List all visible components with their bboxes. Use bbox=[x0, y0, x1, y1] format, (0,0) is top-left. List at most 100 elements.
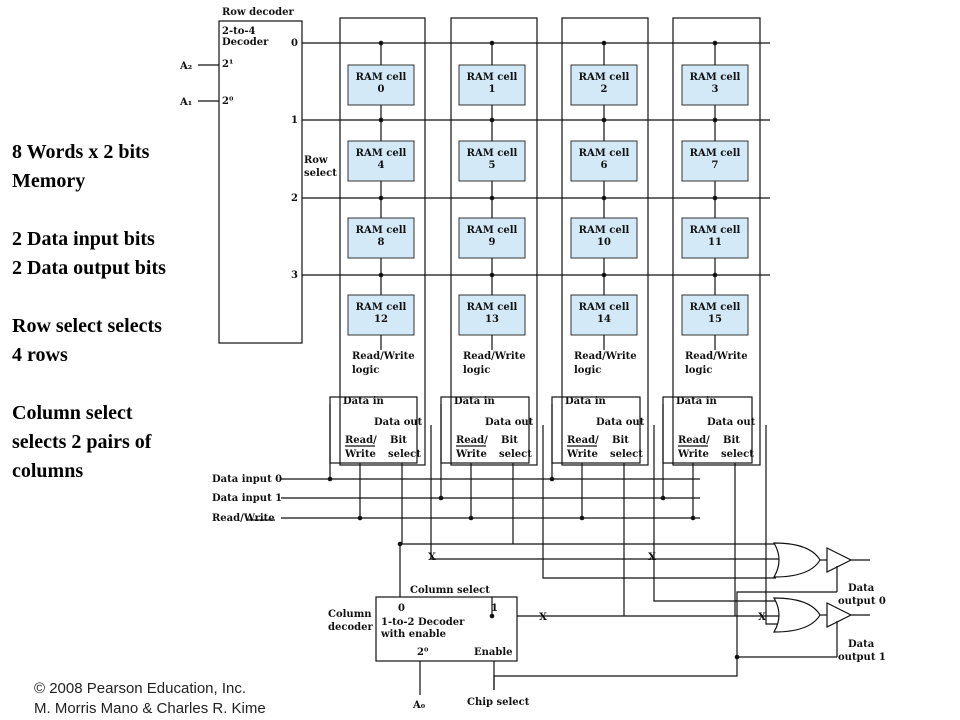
column-decoder-label: Column bbox=[328, 609, 372, 620]
ram-cell-label: RAM cell bbox=[356, 148, 407, 159]
junction-dot bbox=[601, 40, 607, 46]
column-output-label: 1 bbox=[491, 603, 498, 614]
ram-cell-number: 1 bbox=[489, 84, 496, 95]
address-label-a0: A₀ bbox=[412, 700, 426, 711]
ram-cell bbox=[681, 294, 749, 336]
column-decoder-box bbox=[375, 596, 518, 662]
column-select-label: Column select bbox=[410, 585, 490, 596]
column-decoder-title: with enable bbox=[380, 629, 446, 640]
ram-cell-label: RAM cell bbox=[579, 302, 630, 313]
junction-dot bbox=[378, 195, 384, 201]
ram-cell-label: RAM cell bbox=[579, 72, 630, 83]
ram-cell-number: 3 bbox=[712, 84, 719, 95]
read-label: Read/ bbox=[456, 435, 488, 446]
write-label: Write bbox=[677, 449, 709, 460]
rw-logic-label: logic bbox=[352, 365, 379, 376]
data-output-1-label: output 1 bbox=[838, 652, 886, 663]
rw-logic-label: Read/Write bbox=[352, 351, 415, 362]
ram-cell-number: 9 bbox=[489, 237, 496, 248]
enable-label: Enable bbox=[474, 647, 513, 658]
enable-wire bbox=[493, 591, 837, 690]
input-label: Read/Write bbox=[212, 513, 275, 524]
ram-cell-number: 0 bbox=[378, 84, 385, 95]
junction-dot bbox=[468, 515, 474, 521]
junction-dot bbox=[489, 272, 495, 278]
input-label: Data input 0 bbox=[212, 474, 282, 485]
ram-cell bbox=[458, 294, 526, 336]
junction-dot bbox=[327, 476, 333, 482]
ram-cell bbox=[347, 217, 415, 259]
note-line: 2 Data output bits bbox=[12, 257, 166, 279]
note-line: Row select selects bbox=[12, 315, 162, 337]
junction-dot bbox=[397, 541, 403, 547]
ram-cell-number: 8 bbox=[378, 237, 385, 248]
memory-column-outline bbox=[561, 17, 649, 466]
crossover-mark: X bbox=[758, 612, 766, 623]
bit-label: Bit bbox=[723, 435, 740, 446]
ram-cell-label: RAM cell bbox=[579, 148, 630, 159]
rw-logic-label: Read/Write bbox=[685, 351, 748, 362]
note-line: Column select bbox=[12, 402, 133, 424]
note-line: 4 rows bbox=[12, 344, 68, 366]
ram-cell-label: RAM cell bbox=[467, 72, 518, 83]
bit-label: Bit bbox=[501, 435, 518, 446]
ram-cell-number: 6 bbox=[601, 160, 608, 171]
junction-dot bbox=[378, 272, 384, 278]
select-label: select bbox=[721, 449, 754, 460]
note-line: selects 2 pairs of bbox=[12, 431, 152, 453]
data-in-label: Data in bbox=[343, 396, 385, 407]
decoder-input-label: 2⁰ bbox=[222, 96, 234, 107]
ram-cell bbox=[681, 140, 749, 182]
address-label-a1: A₁ bbox=[179, 97, 192, 108]
output-buffer-1 bbox=[826, 602, 853, 628]
rw-logic-label: Read/Write bbox=[463, 351, 526, 362]
junction-dot bbox=[438, 495, 444, 501]
row-decoder-box bbox=[218, 20, 303, 344]
row-output-number: 3 bbox=[291, 270, 298, 281]
junction-dot bbox=[601, 117, 607, 123]
junction-dot bbox=[357, 515, 363, 521]
junction-dot bbox=[601, 272, 607, 278]
row-select-label: select bbox=[304, 168, 337, 179]
rw-logic-label: Read/Write bbox=[574, 351, 637, 362]
rw-logic-label: logic bbox=[574, 365, 601, 376]
decoder-input-label: 2¹ bbox=[222, 59, 233, 70]
junction-dot bbox=[378, 117, 384, 123]
junction-dot bbox=[489, 40, 495, 46]
read-label: Read/ bbox=[567, 435, 599, 446]
row-output-number: 0 bbox=[291, 38, 298, 49]
column-output-label: 0 bbox=[398, 603, 405, 614]
junction-dot bbox=[489, 117, 495, 123]
memory-column-outline bbox=[450, 17, 538, 466]
ram-cell-label: RAM cell bbox=[690, 148, 741, 159]
crossover-mark: X bbox=[539, 612, 547, 623]
data-output-1-label: Data bbox=[848, 639, 875, 650]
ram-cell-number: 5 bbox=[489, 160, 496, 171]
data-out-wire bbox=[765, 425, 790, 625]
junction-dot bbox=[489, 613, 495, 619]
data-in-label: Data in bbox=[565, 396, 607, 407]
select-label: select bbox=[388, 449, 421, 460]
note-line: 2 Data input bits bbox=[12, 228, 155, 250]
data-output-0-label: Data bbox=[848, 583, 875, 594]
row-select-label: Row bbox=[304, 155, 328, 166]
bit-label: Bit bbox=[390, 435, 407, 446]
write-label: Write bbox=[455, 449, 487, 460]
data-out-label: Data out bbox=[707, 417, 756, 428]
ram-cell-number: 15 bbox=[708, 314, 722, 325]
input-label: Data input 1 bbox=[212, 493, 282, 504]
bit-label: Bit bbox=[612, 435, 629, 446]
junction-dot bbox=[601, 195, 607, 201]
data-out-label: Data out bbox=[485, 417, 534, 428]
address-label-a2: A₂ bbox=[179, 61, 192, 72]
ram-cell-label: RAM cell bbox=[579, 225, 630, 236]
junction-dot bbox=[378, 40, 384, 46]
ram-cell bbox=[570, 217, 638, 259]
junction-dot bbox=[712, 117, 718, 123]
ram-cell-label: RAM cell bbox=[467, 302, 518, 313]
write-label: Write bbox=[344, 449, 376, 460]
ram-cell-number: 14 bbox=[597, 314, 611, 325]
ram-cell bbox=[570, 294, 638, 336]
